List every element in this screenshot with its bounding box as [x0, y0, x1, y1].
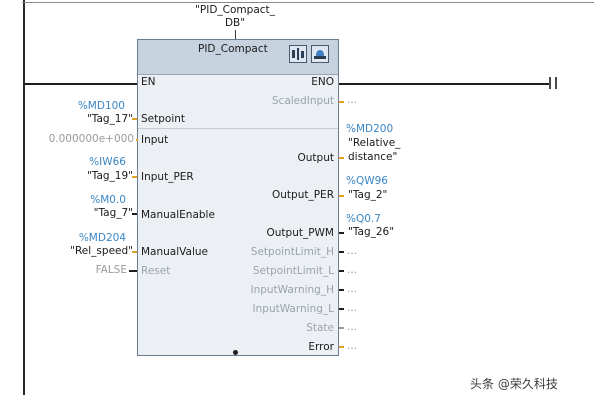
input-wire: [136, 139, 138, 141]
state-unconnected[interactable]: ...: [347, 321, 358, 333]
block-header: PID_Compact: [138, 40, 338, 75]
watermark-text: 头条 @荣久科技: [470, 377, 558, 391]
error-wire: [339, 346, 344, 348]
pin-manual-enable[interactable]: ManualEnable: [141, 209, 215, 221]
output-pwm-address[interactable]: %Q0.7: [346, 213, 381, 225]
pin-reset[interactable]: Reset: [141, 265, 171, 277]
scaled-input-unconnected[interactable]: ...: [347, 94, 358, 106]
input-warning-h-unconnected[interactable]: ...: [347, 283, 358, 295]
setpoint-wire: [132, 118, 137, 120]
output-address[interactable]: %MD200: [346, 123, 394, 135]
pin-output-pwm[interactable]: Output_PWM: [266, 227, 335, 239]
block-type-name: PID_Compact: [198, 43, 268, 55]
output-tag-line1[interactable]: "Relative_: [348, 137, 401, 149]
output-per-tag[interactable]: "Tag_2": [348, 189, 388, 201]
output-pwm-wire: [339, 232, 344, 234]
output-pwm-tag[interactable]: "Tag_26": [348, 226, 395, 238]
pin-setpoint-limit-h[interactable]: SetpointLimit_H: [250, 246, 334, 258]
setpoint-limit-l-unconnected[interactable]: ...: [347, 264, 358, 276]
pid-compact-block[interactable]: PID_Compact EN Setpoint Input Input_PER …: [137, 39, 339, 356]
setpoint-limit-h-unconnected[interactable]: ...: [347, 245, 358, 257]
setpoint-address[interactable]: %MD100: [77, 100, 125, 112]
commissioning-icon: [292, 48, 304, 60]
pin-scaled-input[interactable]: ScaledInput: [271, 95, 334, 107]
config-icon: [314, 50, 326, 59]
setpoint-tag[interactable]: "Tag_17": [86, 113, 133, 125]
manual-enable-address[interactable]: %M0.0: [90, 194, 126, 206]
power-flow-line-in: [24, 83, 137, 85]
setpoint-limit-l-wire: [339, 270, 344, 272]
reset-wire: [129, 270, 137, 272]
pin-input-warning-h[interactable]: InputWarning_H: [250, 284, 334, 296]
scaled-input-wire: [339, 101, 344, 103]
manual-value-wire: [132, 251, 137, 253]
input-per-wire: [132, 176, 137, 178]
input-warning-h-wire: [339, 289, 344, 291]
pin-separator: [138, 128, 338, 129]
network-top-border: [22, 2, 594, 3]
pin-input[interactable]: Input: [141, 134, 169, 146]
input-per-address[interactable]: %IW66: [89, 156, 126, 168]
pin-state[interactable]: State: [306, 322, 334, 334]
instance-db-label[interactable]: "PID_Compact_ DB": [195, 4, 275, 29]
rung-end-coil-icon: [549, 77, 557, 89]
manual-value-tag[interactable]: "Rel_speed": [70, 245, 133, 257]
pin-input-per[interactable]: Input_PER: [141, 171, 194, 183]
setpoint-limit-h-wire: [339, 251, 344, 253]
pin-output-per[interactable]: Output_PER: [272, 189, 334, 201]
error-unconnected[interactable]: ...: [347, 340, 358, 352]
pin-eno[interactable]: ENO: [311, 76, 334, 88]
pin-manual-value[interactable]: ManualValue: [141, 246, 208, 258]
pin-output[interactable]: Output: [297, 152, 334, 164]
output-wire: [339, 157, 344, 159]
commissioning-button[interactable]: [289, 45, 307, 63]
output-per-address[interactable]: %QW96: [346, 175, 388, 187]
power-flow-line-out: [339, 83, 549, 85]
pin-en[interactable]: EN: [141, 76, 156, 88]
manual-value-address[interactable]: %MD204: [78, 232, 126, 244]
input-warning-l-unconnected[interactable]: ...: [347, 302, 358, 314]
pin-setpoint[interactable]: Setpoint: [141, 113, 186, 125]
manual-enable-wire: [132, 213, 137, 215]
reset-constant[interactable]: FALSE: [95, 264, 127, 276]
instance-db-connector: [235, 30, 236, 40]
input-constant[interactable]: 0.000000e+000: [48, 133, 134, 145]
output-tag-line2[interactable]: distance": [348, 151, 398, 163]
pin-setpoint-limit-l[interactable]: SetpointLimit_L: [252, 265, 334, 277]
left-power-rail: [23, 0, 25, 395]
input-warning-l-wire: [339, 308, 344, 310]
pin-error[interactable]: Error: [308, 341, 334, 353]
output-per-wire: [339, 195, 344, 197]
block-expand-handle[interactable]: [233, 350, 238, 355]
configuration-button[interactable]: [311, 45, 329, 63]
input-per-tag[interactable]: "Tag_19": [86, 170, 133, 182]
manual-enable-tag[interactable]: "Tag_7": [93, 207, 133, 219]
state-wire: [339, 327, 344, 329]
pin-input-warning-l[interactable]: InputWarning_L: [252, 303, 334, 315]
